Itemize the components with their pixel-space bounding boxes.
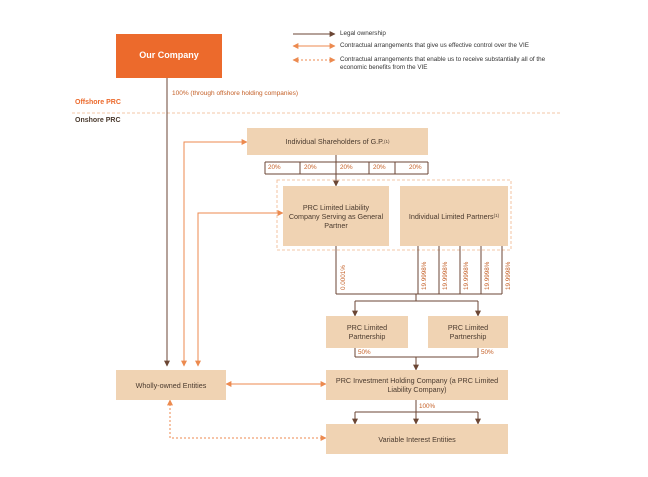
lp2-share-label: 50%: [481, 349, 494, 356]
individual-shareholders-note: (1): [384, 138, 390, 144]
variable-interest-entities-box: Variable Interest Entities: [326, 424, 508, 454]
offshore-region-label: Offshore PRC: [75, 99, 121, 106]
holding-to-vie-label: 100%: [419, 403, 436, 410]
legend-control-label: Contractual arrangements that give us ef…: [340, 42, 529, 49]
individual-limited-partners-box: Individual Limited Partners(1): [400, 186, 508, 246]
legend-ownership-label: Legal ownership: [340, 30, 386, 37]
shareholder-split-3: 20%: [340, 164, 353, 171]
individual-limited-partners-note: (1): [493, 213, 500, 219]
shareholder-split-5: 20%: [409, 164, 422, 171]
offshore-holding-label: 100% (through offshore holding companies…: [172, 90, 298, 97]
lp-share-2: 19.9998%: [442, 261, 449, 290]
shareholder-split-1: 20%: [268, 164, 281, 171]
lp-share-5: 19.9998%: [505, 261, 512, 290]
legend-benefits-label: Contractual arrangements that enable us …: [340, 56, 546, 71]
partnership-group-outline: [276, 179, 512, 251]
our-company-box: Our Company: [116, 34, 222, 78]
prc-limited-partnership-1-box: PRC Limited Partnership: [326, 316, 408, 348]
shareholder-split-2: 20%: [304, 164, 317, 171]
individual-shareholders-box: Individual Shareholders of G.P.(1): [247, 128, 428, 155]
lp-share-1: 19.9998%: [421, 261, 428, 290]
lp1-share-label: 50%: [358, 349, 371, 356]
onshore-region-label: Onshore PRC: [75, 117, 121, 124]
investment-holding-company-box: PRC Investment Holding Company (a PRC Li…: [326, 370, 508, 400]
prc-limited-partnership-2-box: PRC Limited Partnership: [428, 316, 508, 348]
general-partner-box: PRC Limited Liability Company Serving as…: [283, 186, 389, 246]
wholly-owned-entities-box: Wholly-owned Entities: [116, 370, 226, 400]
individual-shareholders-label: Individual Shareholders of G.P.: [285, 137, 385, 146]
lp-share-4: 19.9998%: [484, 261, 491, 290]
individual-limited-partners-label: Individual Limited Partners: [408, 211, 494, 221]
lp-share-3: 19.9998%: [463, 261, 470, 290]
gp-share-label: 0.0001%: [340, 265, 347, 290]
shareholder-split-4: 20%: [373, 164, 386, 171]
